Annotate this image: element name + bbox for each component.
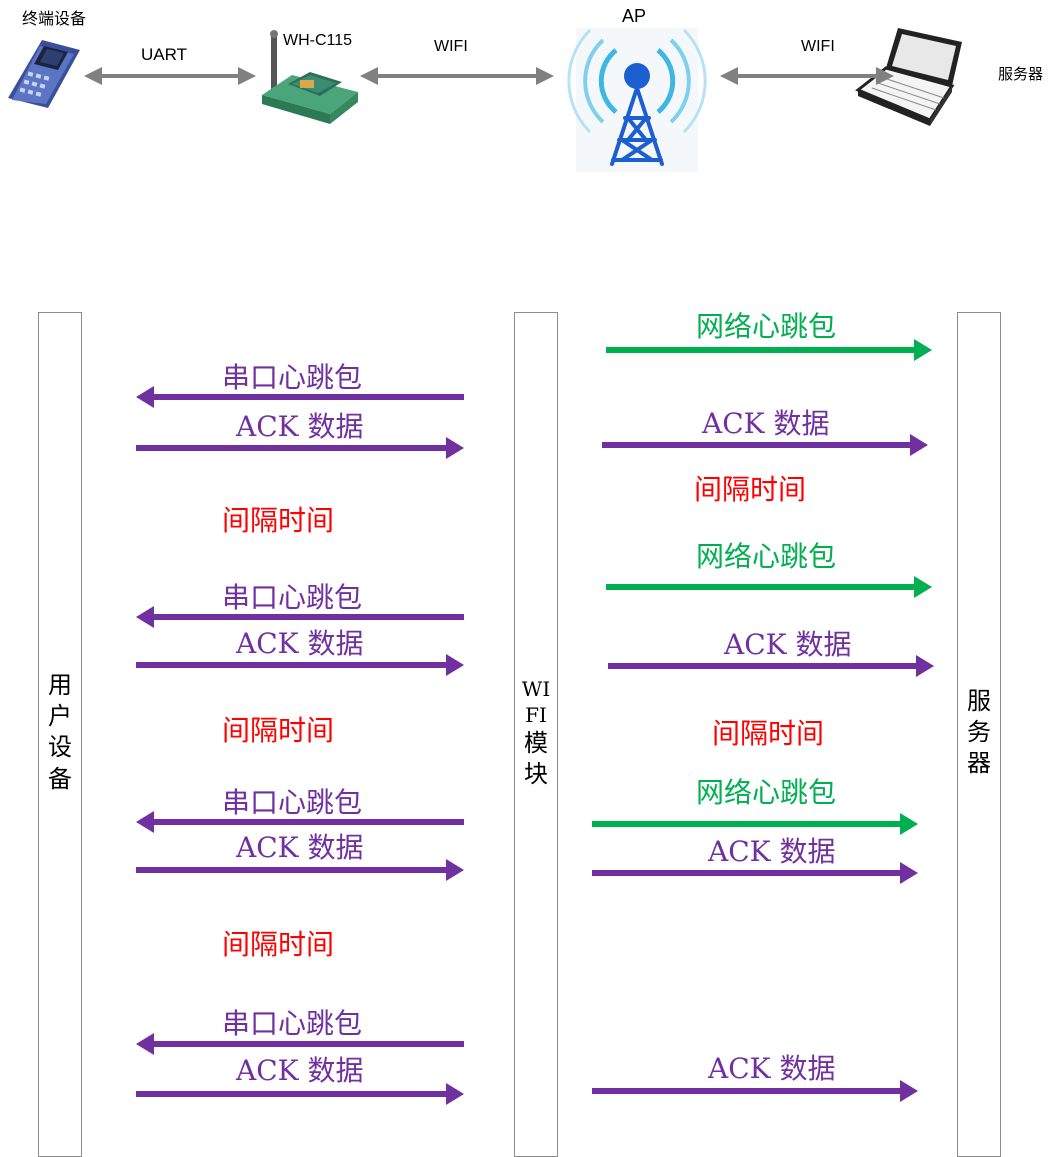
ack-right-label-3: ACK 数据 xyxy=(708,835,836,868)
handheld-terminal-icon xyxy=(8,40,80,108)
interval-right-label-2: 间隔时间 xyxy=(712,717,825,750)
serial-heartbeat-arrow-1 xyxy=(136,386,464,408)
network-heartbeat-label-2: 网络心跳包 xyxy=(696,540,837,573)
uart-label: UART xyxy=(141,45,187,64)
server-lane xyxy=(957,312,1001,1157)
ack-right-arrow-1 xyxy=(602,434,928,456)
serial-heartbeat-label-4: 串口心跳包 xyxy=(222,1007,363,1040)
ap-label: AP xyxy=(622,6,647,26)
ack-right-arrow-3 xyxy=(592,862,918,884)
wifi-module-label-line2: FI xyxy=(525,703,547,727)
ack-left-label-3: ACK 数据 xyxy=(236,831,364,864)
server-lane-label: 服务器 xyxy=(957,686,1001,780)
ack-left-label-4: ACK 数据 xyxy=(236,1054,364,1087)
serial-heartbeat-arrow-4 xyxy=(136,1033,464,1055)
user-device-lane-label: 用户设备 xyxy=(38,670,82,795)
server-top-label: 服务器 xyxy=(998,66,1044,83)
wifi-module-lane xyxy=(514,312,558,1157)
ack-right-label-1: ACK 数据 xyxy=(702,407,830,440)
ack-left-arrow-3 xyxy=(136,859,464,881)
network-heartbeat-label-3: 网络心跳包 xyxy=(696,776,837,809)
user-device-lane xyxy=(38,312,82,1157)
ack-left-label-1: ACK 数据 xyxy=(236,410,364,443)
network-heartbeat-arrow-1 xyxy=(606,339,932,361)
ack-right-arrow-2 xyxy=(608,655,934,677)
serial-heartbeat-label-2: 串口心跳包 xyxy=(222,581,363,614)
serial-heartbeat-arrow-3 xyxy=(136,811,464,833)
ack-left-label-2: ACK 数据 xyxy=(236,627,364,660)
wifi-link-arrow-1 xyxy=(360,67,554,85)
serial-heartbeat-arrow-2 xyxy=(136,606,464,628)
network-heartbeat-arrow-2 xyxy=(606,576,932,598)
interval-left-label-2: 间隔时间 xyxy=(222,714,335,747)
ack-right-label-4: ACK 数据 xyxy=(708,1052,836,1085)
wifi-module-label-line3: 模块 xyxy=(524,729,548,789)
interval-right-label-1: 间隔时间 xyxy=(694,473,807,506)
network-heartbeat-arrow-3 xyxy=(592,813,918,835)
ack-left-arrow-1 xyxy=(136,437,464,459)
wifi-label-2: WIFI xyxy=(801,38,835,55)
terminal-device-label: 终端设备 xyxy=(22,11,87,28)
uart-link-arrow xyxy=(84,67,256,85)
module-label: WH-C115 xyxy=(283,32,353,49)
interval-left-label-1: 间隔时间 xyxy=(222,504,335,537)
wifi-link-arrow-2 xyxy=(720,67,894,85)
user-device-label-text: 用户设备 xyxy=(48,671,72,793)
wifi-module-lane-label: WI FI 模块 xyxy=(514,676,558,790)
ack-right-label-2: ACK 数据 xyxy=(724,628,852,661)
laptop-server-icon xyxy=(855,28,962,126)
ack-left-arrow-4 xyxy=(136,1083,464,1105)
serial-heartbeat-label-3: 串口心跳包 xyxy=(222,786,363,819)
wifi-module-board-icon xyxy=(262,30,358,124)
interval-left-label-3: 间隔时间 xyxy=(222,928,335,961)
wifi-label-1: WIFI xyxy=(434,38,468,55)
network-heartbeat-label-1: 网络心跳包 xyxy=(696,310,837,343)
wifi-module-label-line1: WI xyxy=(521,677,551,701)
server-lane-label-text: 服务器 xyxy=(967,687,991,778)
ack-left-arrow-2 xyxy=(136,654,464,676)
serial-heartbeat-label-1: 串口心跳包 xyxy=(222,361,363,394)
ack-right-arrow-4 xyxy=(592,1080,918,1102)
access-point-tower-icon xyxy=(567,28,707,172)
